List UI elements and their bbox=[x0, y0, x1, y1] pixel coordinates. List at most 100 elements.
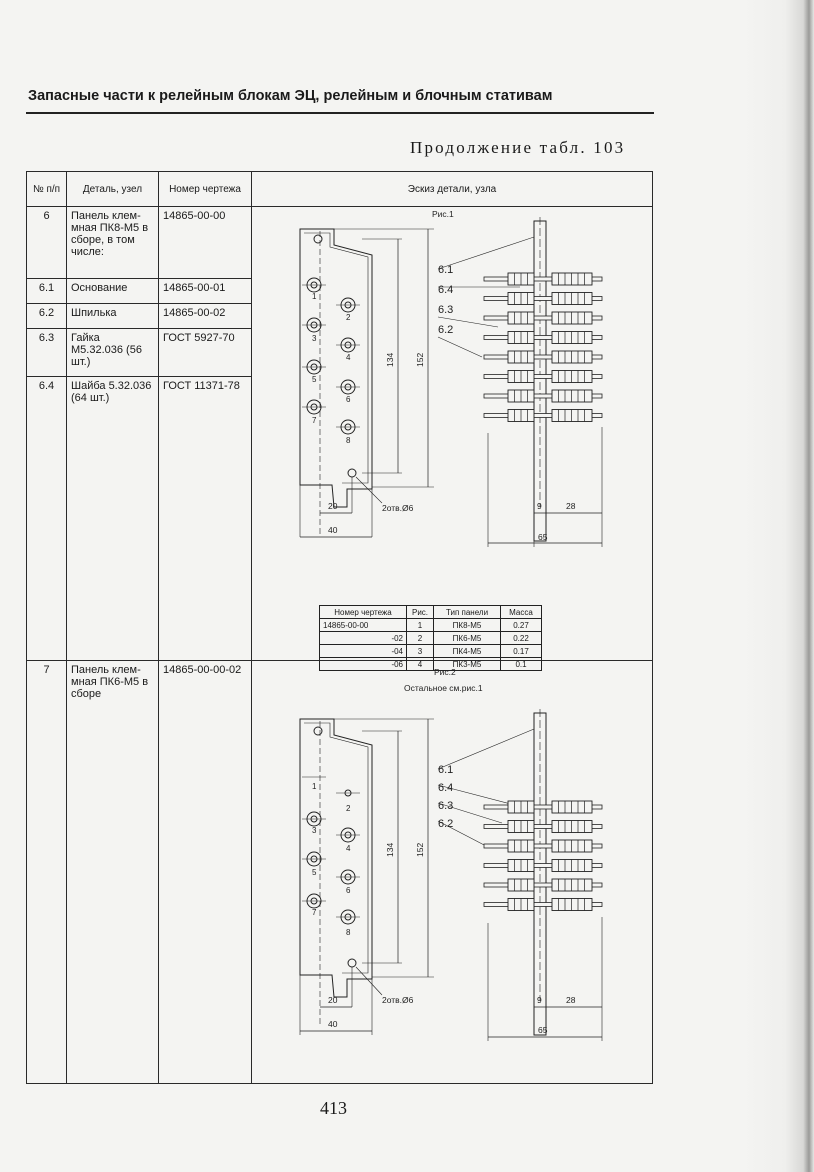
callout-6-3: 6.3 bbox=[438, 304, 453, 316]
row-num: 6.1 bbox=[26, 278, 67, 305]
figure-caption: Рис.2 bbox=[434, 667, 456, 677]
col-header-part: Деталь, узел bbox=[66, 171, 159, 207]
callout-6-2: 6.2 bbox=[438, 818, 453, 830]
dim-holes: 2отв.Ø6 bbox=[382, 995, 414, 1005]
terminal-pin bbox=[483, 331, 603, 344]
terminal-pin bbox=[483, 878, 603, 892]
figure-1-drawing: Рис.1 6.1 6.4 6.3 6.2 134 152 20 40 2отв… bbox=[299, 209, 603, 547]
pin-label: 7 bbox=[312, 416, 317, 425]
pin-label: 1 bbox=[312, 292, 317, 301]
row-num: 6.4 bbox=[26, 376, 67, 661]
spare-parts-table: № п/п Деталь, узел Номер чертежа Эскиз д… bbox=[26, 171, 653, 1084]
page-header: Запасные части к релейным блокам ЭЦ, рел… bbox=[28, 88, 553, 104]
sketch-cell-2: Рис.2 Остальное см.рис.1 6.1 6.4 6.3 6.2… bbox=[251, 660, 653, 1084]
callout-6-1: 6.1 bbox=[438, 764, 453, 776]
dim-134: 134 bbox=[385, 843, 395, 857]
row-num: 6 bbox=[26, 205, 67, 280]
row-drawing: 14865-00-01 bbox=[158, 278, 252, 305]
sketch-cell-1: Рис.1 6.1 6.4 6.3 6.2 134 152 20 40 2отв… bbox=[251, 206, 653, 671]
col-header-sketch: Эскиз детали, узла bbox=[251, 171, 653, 207]
terminal-pin bbox=[483, 350, 603, 364]
dim-40: 40 bbox=[328, 525, 338, 535]
callout-6-1: 6.1 bbox=[438, 264, 453, 276]
mini-cell: 2 bbox=[406, 631, 434, 645]
pin-label: 4 bbox=[346, 844, 351, 853]
row-drawing: ГОСТ 5927-70 bbox=[158, 328, 252, 378]
terminal-pin bbox=[483, 272, 603, 286]
row-num: 6.2 bbox=[26, 303, 67, 330]
dim-holes: 2отв.Ø6 bbox=[382, 503, 414, 513]
pin-label: 8 bbox=[346, 928, 351, 937]
terminal-pin bbox=[483, 859, 603, 872]
pin-label: 5 bbox=[312, 868, 317, 877]
dim-28: 28 bbox=[566, 501, 576, 511]
row-part: Панель клем-мная ПК8-М5 в сборе, в том ч… bbox=[66, 205, 159, 280]
page-edge-shadow bbox=[742, 0, 814, 1172]
mini-header: Номер чертежа bbox=[319, 605, 407, 619]
pin-label: 4 bbox=[346, 353, 351, 362]
terminal-pin bbox=[483, 311, 603, 325]
row-num: 6.3 bbox=[26, 328, 67, 378]
dim-65: 65 bbox=[538, 1025, 548, 1035]
mini-header: Масса bbox=[500, 605, 542, 619]
row-part: Шайба 5.32.036 (64 шт.) bbox=[66, 376, 159, 661]
mini-cell: 0.27 bbox=[500, 618, 542, 632]
mini-header: Тип панели bbox=[433, 605, 501, 619]
mini-cell: 3 bbox=[406, 644, 434, 658]
row-part: Панель клем-мная ПК6-М5 в сборе bbox=[66, 660, 159, 1084]
mini-cell: 14865-00-00 bbox=[319, 618, 407, 632]
row-part: Основание bbox=[66, 278, 159, 305]
figure-note: Остальное см.рис.1 bbox=[404, 683, 483, 693]
table-continuation-label: Продолжение табл. 103 bbox=[410, 138, 626, 157]
mini-cell: 1 bbox=[406, 618, 434, 632]
pin-label: 6 bbox=[346, 395, 351, 404]
terminal-pin bbox=[483, 839, 603, 853]
dim-9: 9 bbox=[537, 501, 542, 511]
figure-caption: Рис.1 bbox=[432, 209, 454, 219]
row-drawing: 14865-00-00-02 bbox=[158, 660, 252, 1084]
col-header-drawing: Номер чертежа bbox=[158, 171, 252, 207]
callout-6-4: 6.4 bbox=[438, 782, 453, 794]
mini-cell: -04 bbox=[319, 644, 407, 658]
terminal-pin bbox=[483, 409, 603, 422]
pin-label: 1 bbox=[312, 782, 317, 791]
terminal-pin bbox=[483, 800, 603, 814]
pin-label: 7 bbox=[312, 908, 317, 917]
terminal-pin bbox=[483, 389, 603, 403]
page-number: 413 bbox=[320, 1098, 347, 1118]
col-header-num: № п/п bbox=[26, 171, 67, 207]
table-row: 6.1 Основание 14865-00-01 bbox=[26, 278, 653, 305]
pin-label: 5 bbox=[312, 375, 317, 384]
pin-label: 2 bbox=[346, 804, 351, 813]
callout-6-4: 6.4 bbox=[438, 284, 453, 296]
dim-40: 40 bbox=[328, 1019, 338, 1029]
dim-152: 152 bbox=[415, 353, 425, 367]
dim-28: 28 bbox=[566, 995, 576, 1005]
dim-9: 9 bbox=[537, 995, 542, 1005]
mini-cell: 0.22 bbox=[500, 631, 542, 645]
mini-cell: ПК8-М5 bbox=[433, 618, 501, 632]
pin-label: 3 bbox=[312, 334, 317, 343]
terminal-pin bbox=[483, 292, 603, 305]
table-row: 6.3 Гайка М5.32.036 (56 шт.) ГОСТ 5927-7… bbox=[26, 328, 653, 378]
dim-65: 65 bbox=[538, 532, 548, 542]
callout-6-2: 6.2 bbox=[438, 324, 453, 336]
mini-cell: ПК4-М5 bbox=[433, 644, 501, 658]
table-row: 6.4 Шайба 5.32.036 (64 шт.) ГОСТ 11371-7… bbox=[26, 376, 653, 661]
pin-label: 3 bbox=[312, 826, 317, 835]
terminal-pin bbox=[483, 898, 603, 911]
dim-20: 20 bbox=[328, 501, 338, 511]
figure-2-drawing: Рис.2 Остальное см.рис.1 6.1 6.4 6.3 6.2… bbox=[299, 667, 603, 1041]
mini-cell: 0.17 bbox=[500, 644, 542, 658]
callout-6-3: 6.3 bbox=[438, 800, 453, 812]
header-rule bbox=[26, 112, 654, 114]
pin-label: 2 bbox=[346, 313, 351, 322]
pin-label: 8 bbox=[346, 436, 351, 445]
dim-134: 134 bbox=[385, 353, 395, 367]
mini-cell: -02 bbox=[319, 631, 407, 645]
dim-152: 152 bbox=[415, 843, 425, 857]
table-header-row: № п/п Деталь, узел Номер чертежа Эскиз д… bbox=[26, 171, 653, 207]
row-part: Шпилька bbox=[66, 303, 159, 330]
table-row: 6 Панель клем-мная ПК8-М5 в сборе, в том… bbox=[26, 205, 653, 671]
terminal-pin bbox=[483, 370, 603, 383]
